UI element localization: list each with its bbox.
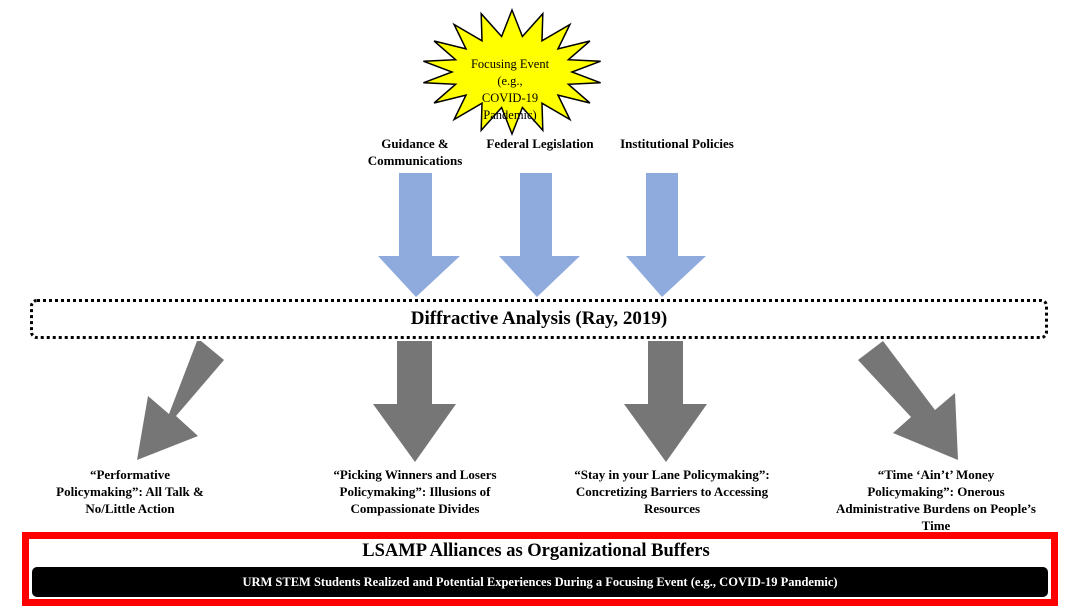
output-label-picking-winners: “Picking Winners and Losers Policymaking… xyxy=(333,467,497,516)
output-label-performative: “Performative Policymaking”: All Talk & … xyxy=(56,467,204,516)
diffractive-analysis-box: Diffractive Analysis (Ray, 2019) xyxy=(30,299,1048,339)
performative-arrow xyxy=(137,341,224,460)
organizational-buffers-title: LSAMP Alliances as Organizational Buffer… xyxy=(362,541,710,561)
input-label-guidance: Guidance & Communications xyxy=(367,136,463,168)
time-money-arrow xyxy=(858,341,958,460)
input-label-federal-legislation: Federal Legislation xyxy=(486,136,594,151)
focusing-event-label: Focusing Event (e.g., COVID-19 Pandemic) xyxy=(470,57,550,122)
institutional-policies-arrow xyxy=(626,173,706,297)
stay-in-lane-arrow xyxy=(624,341,707,462)
input-label-institutional-policies: Institutional Policies xyxy=(620,136,734,151)
federal-legislation-arrow xyxy=(499,173,580,297)
diffractive-analysis-label: Diffractive Analysis (Ray, 2019) xyxy=(410,308,668,329)
guidance-arrow xyxy=(378,173,460,297)
picking-winners-arrow xyxy=(373,341,456,462)
organizational-buffers-frame xyxy=(22,532,1058,606)
output-label-time-money: “Time ‘Ain’t’ Money Policymaking”: Onero… xyxy=(836,467,1036,533)
student-experiences-bar: URM STEM Students Realized and Potential… xyxy=(32,567,1048,597)
focusing-event-star xyxy=(423,7,601,137)
output-label-stay-in-lane: “Stay in your Lane Policymaking”: Concre… xyxy=(574,467,770,516)
student-experiences-label: URM STEM Students Realized and Potential… xyxy=(242,574,838,589)
